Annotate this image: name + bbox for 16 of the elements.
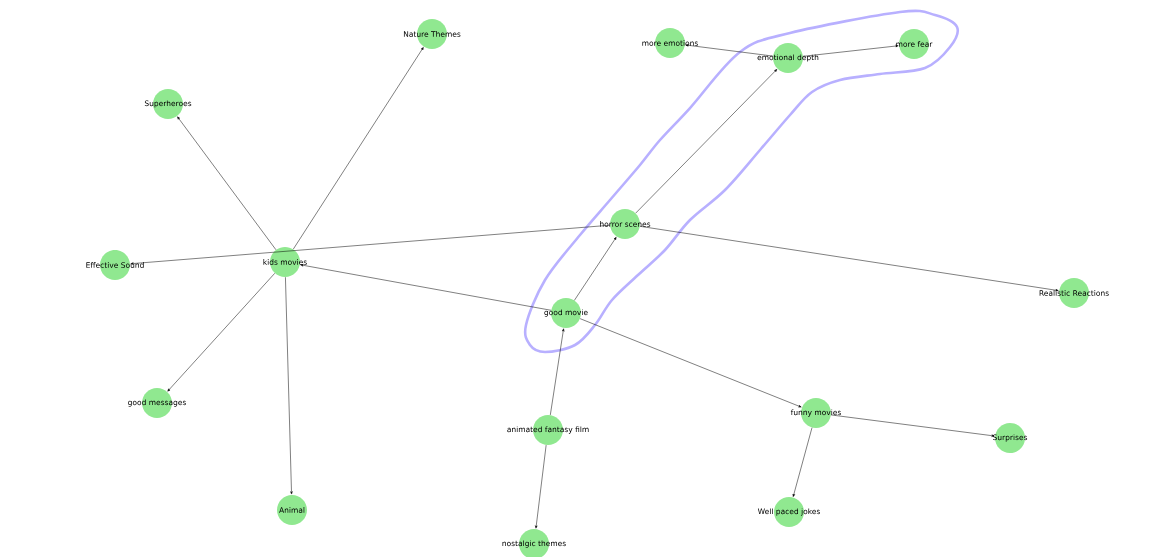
arrow: [792, 427, 813, 497]
arrow: [293, 47, 424, 250]
arrow: [830, 414, 995, 437]
arrow: [639, 226, 1059, 292]
arrow: [535, 444, 547, 529]
arrow: [177, 116, 277, 251]
arrow: [685, 44, 774, 57]
arrow: [550, 328, 565, 416]
arrow: [579, 318, 802, 408]
arrow: [285, 276, 293, 495]
arrow: [635, 69, 778, 214]
arrow: [130, 224, 611, 265]
arrow: [802, 44, 899, 57]
arrow: [574, 237, 617, 301]
arrow: [167, 273, 276, 392]
arrow: [300, 264, 552, 311]
